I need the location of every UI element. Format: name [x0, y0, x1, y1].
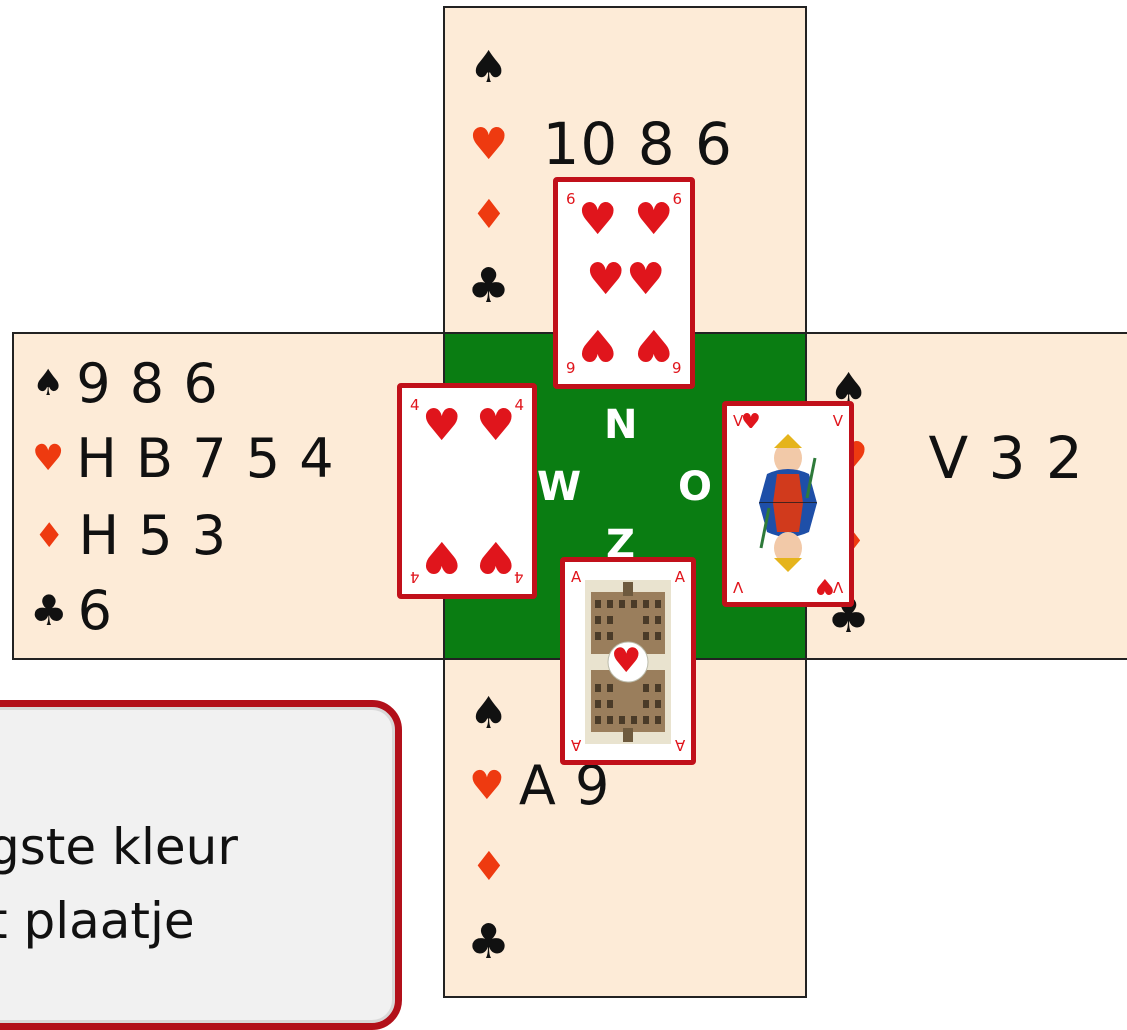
north-hearts: 10 8 6	[542, 110, 733, 178]
card-rank: 4	[514, 568, 524, 586]
heart-icon: ♥	[578, 194, 618, 245]
card-rank: A	[674, 568, 685, 586]
spade-icon: ♠	[469, 42, 509, 93]
west-diamonds-row: ♦ H 5 3	[34, 504, 227, 567]
west-hearts: H B 7 5 4	[76, 427, 335, 490]
callout-line-2: t plaatje	[0, 892, 195, 950]
hand-east: ♠ ♥ V 3 2 ♦ ♣	[805, 332, 1127, 660]
north-diamonds-row: ♦	[471, 192, 547, 238]
compass-north: N	[604, 402, 638, 448]
card-rank: A	[571, 568, 582, 586]
west-hearts-row: ♥ H B 7 5 4	[32, 427, 335, 490]
card-rank: V	[832, 578, 843, 596]
played-card-north[interactable]: 6 6 ♥ ♥ ♥ ♥ ♥ ♥ 6 6	[553, 177, 695, 389]
heart-icon: ♥	[626, 254, 666, 305]
club-icon: ♣	[30, 586, 68, 635]
spade-icon: ♠	[469, 688, 509, 739]
card-rank: 6	[566, 358, 576, 376]
south-clubs-row: ♣	[467, 914, 550, 970]
heart-icon: ♥	[422, 531, 462, 582]
east-hearts-row: ♥ V 3 2	[829, 424, 1084, 492]
heart-icon: ♥	[578, 319, 618, 370]
heart-icon: ♥	[469, 118, 509, 170]
diamond-icon: ♦	[471, 192, 507, 238]
heart-icon: ♥	[422, 400, 462, 451]
south-spades-row: ♠	[469, 688, 548, 739]
west-spades: 9 8 6	[76, 352, 219, 415]
card-rank: V	[733, 412, 744, 430]
north-spades-row: ♠	[469, 42, 548, 93]
card-rank: 4	[410, 568, 420, 586]
heart-icon: ♥	[634, 194, 674, 245]
card-rank: A	[571, 736, 582, 754]
diamond-icon: ♦	[34, 515, 65, 556]
heart-icon: ♥	[634, 319, 674, 370]
spade-icon: ♠	[32, 363, 65, 404]
heart-icon: ♥	[476, 400, 516, 451]
card-rank: 6	[672, 358, 682, 376]
played-card-south[interactable]: A A ♥ A A	[560, 557, 696, 765]
compass-west: W	[537, 464, 582, 510]
card-rank: V	[832, 412, 843, 430]
compass-east: O	[678, 464, 713, 510]
west-spades-row: ♠ 9 8 6	[32, 352, 219, 415]
heart-icon: ♥	[469, 762, 505, 809]
west-clubs: 6	[77, 579, 114, 642]
card-rank: 6	[566, 190, 576, 208]
palace-illustration-icon	[585, 580, 671, 744]
north-hearts-row: ♥ 10 8 6	[469, 110, 733, 178]
heart-icon: ♥	[32, 438, 65, 479]
callout-box	[0, 700, 402, 1030]
card-rank: 6	[672, 190, 682, 208]
card-rank: 4	[410, 396, 420, 414]
queen-portrait-icon	[737, 428, 839, 578]
west-diamonds: H 5 3	[78, 504, 228, 567]
card-rank: 4	[514, 396, 524, 414]
heart-icon: ♥	[611, 641, 642, 681]
diamond-icon: ♦	[471, 844, 507, 890]
card-rank: A	[674, 736, 685, 754]
played-card-east[interactable]: V V ♥ ♥ V V	[722, 401, 854, 607]
north-clubs-row: ♣	[467, 258, 550, 314]
west-clubs-row: ♣ 6	[30, 579, 113, 642]
callout-line-1: gste kleur	[0, 818, 238, 876]
south-diamonds-row: ♦	[471, 844, 547, 890]
club-icon: ♣	[467, 914, 511, 970]
heart-icon: ♥	[586, 254, 626, 305]
card-rank: V	[733, 578, 744, 596]
played-card-west[interactable]: 4 4 ♥ ♥ ♥ ♥ 4 4	[397, 383, 537, 599]
heart-icon: ♥	[476, 531, 516, 582]
hand-west: ♠ 9 8 6 ♥ H B 7 5 4 ♦ H 5 3 ♣ 6	[12, 332, 445, 660]
east-hearts: V 3 2	[928, 424, 1084, 492]
club-icon: ♣	[467, 258, 511, 314]
